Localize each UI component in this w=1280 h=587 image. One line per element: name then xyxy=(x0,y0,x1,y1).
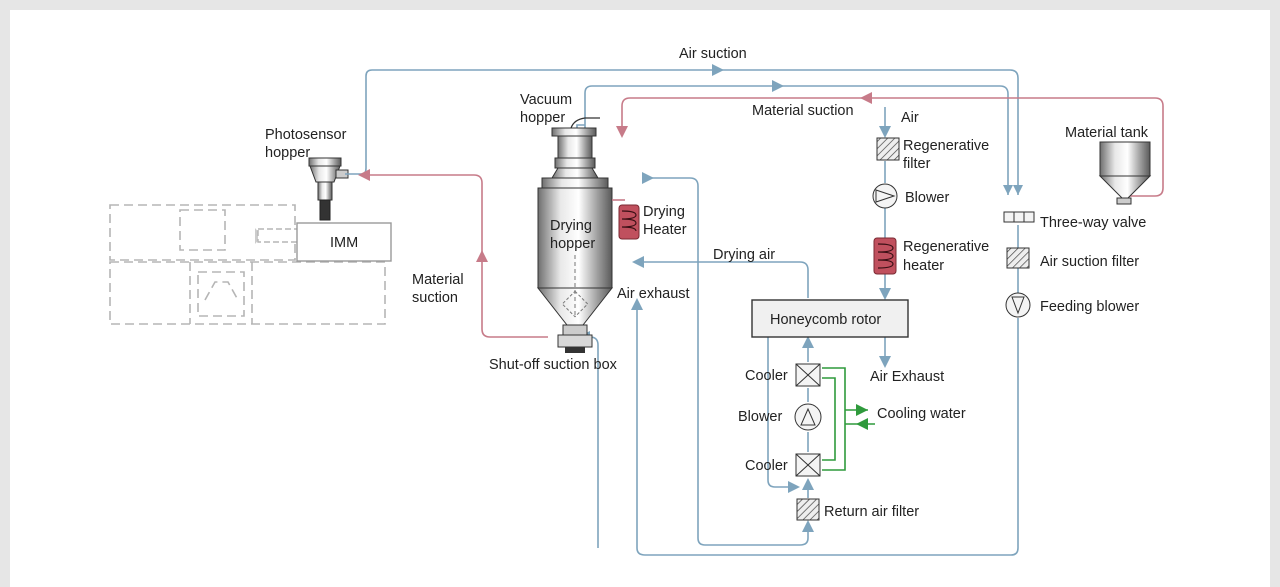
feeding-blower-label: Feeding blower xyxy=(1040,299,1139,315)
process-diagram: IMM Photosensor hopper xyxy=(109,46,1164,556)
regenerative-heater xyxy=(873,237,897,275)
honeycomb-rotor xyxy=(751,299,909,338)
drying-heater-label-2: Heater xyxy=(643,222,687,238)
regenerative-heater-label-1: Regenerative xyxy=(903,239,989,255)
injection-molding-machine xyxy=(109,204,386,325)
vacuum-hopper-label-2: hopper xyxy=(520,110,565,126)
blower-mid-label: Blower xyxy=(738,409,782,425)
drying-hopper-label-1: Drying xyxy=(550,218,592,234)
drying-hopper-label-2: hopper xyxy=(550,236,595,252)
imm-box xyxy=(296,222,392,262)
cooler-top-label: Cooler xyxy=(745,368,788,384)
air-label: Air xyxy=(901,110,919,126)
return-air-filter xyxy=(796,498,820,521)
drying-air-label: Drying air xyxy=(713,247,775,263)
blower-top-icon xyxy=(872,183,898,209)
photosensor-hopper-label-1: Photosensor xyxy=(265,127,347,143)
three-way-valve-icon xyxy=(1003,211,1035,223)
drying-heater xyxy=(618,204,640,240)
material-tank xyxy=(1098,141,1152,205)
return-air-filter-label: Return air filter xyxy=(824,504,919,520)
drying-hopper-vessel xyxy=(536,117,614,353)
three-way-valve-label: Three-way valve xyxy=(1040,215,1146,231)
regenerative-heater-label-2: heater xyxy=(903,258,944,274)
air-suction-filter xyxy=(1006,247,1030,269)
material-lines xyxy=(358,92,1164,338)
diagram-frame: IMM Photosensor hopper xyxy=(10,10,1270,587)
shutoff-suction-box-label: Shut-off suction box xyxy=(489,357,618,373)
blower-mid-icon xyxy=(794,403,822,431)
cooler-top-icon xyxy=(795,363,821,387)
air-suction-label: Air suction xyxy=(679,46,747,62)
material-tank-label: Material tank xyxy=(1065,125,1149,141)
feeding-blower-icon xyxy=(1005,292,1031,318)
material-suction-left-label-2: suction xyxy=(412,290,458,306)
regenerative-filter xyxy=(876,137,900,161)
air-suction-filter-label: Air suction filter xyxy=(1040,254,1139,270)
material-suction-left-label-1: Material xyxy=(412,272,464,288)
imm-label: IMM xyxy=(330,235,358,251)
regenerative-filter-label-2: filter xyxy=(903,156,931,172)
cooler-bottom-icon xyxy=(795,453,821,477)
drying-heater-label-1: Drying xyxy=(643,204,685,220)
air-exhaust-left-label: Air exhaust xyxy=(617,286,690,302)
air-exhaust-right-label: Air Exhaust xyxy=(870,369,944,385)
material-suction-top-label: Material suction xyxy=(752,103,854,119)
honeycomb-rotor-label: Honeycomb rotor xyxy=(770,312,881,328)
cooling-water-label: Cooling water xyxy=(877,406,966,422)
cooler-bottom-label: Cooler xyxy=(745,458,788,474)
photosensor-hopper-label-2: hopper xyxy=(265,145,310,161)
blower-top-label: Blower xyxy=(905,190,949,206)
vacuum-hopper-label-1: Vacuum xyxy=(520,92,572,108)
regenerative-filter-label-1: Regenerative xyxy=(903,138,989,154)
cooling-water-lines xyxy=(822,367,875,471)
photosensor-hopper xyxy=(308,157,349,221)
